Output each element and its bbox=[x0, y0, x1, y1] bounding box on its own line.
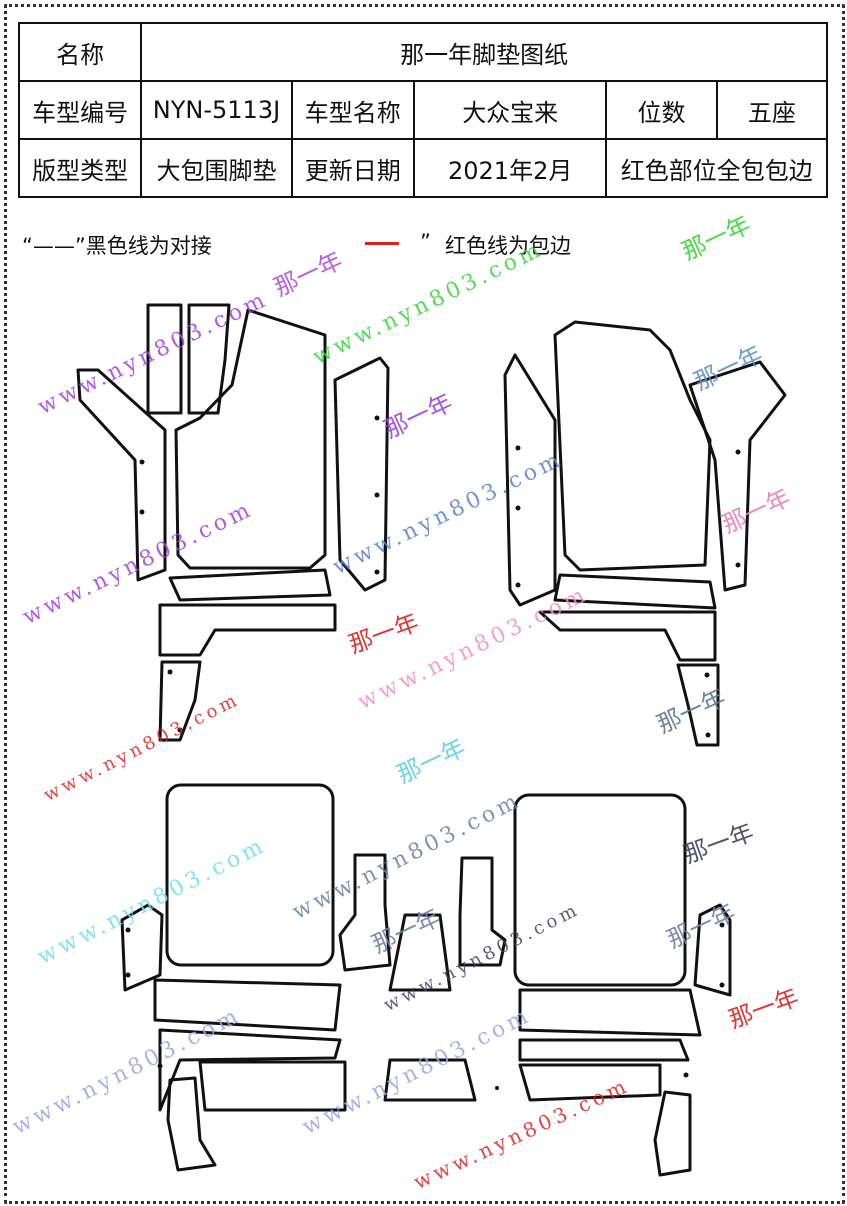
model-code-value: NYN-5113J bbox=[140, 80, 293, 140]
legend-red-line bbox=[365, 230, 399, 254]
model-name-value: 大众宝来 bbox=[412, 80, 608, 140]
type-value: 大包围脚垫 bbox=[140, 138, 293, 198]
mat-piece bbox=[688, 360, 787, 592]
table-row: 版型类型 大包围脚垫 更新日期 2021年2月 红色部位全包包边 bbox=[17, 138, 828, 198]
mat-piece bbox=[383, 1058, 477, 1102]
mat-piece bbox=[153, 978, 342, 1032]
clip-holes bbox=[125, 415, 741, 1090]
mat-piece bbox=[76, 368, 167, 582]
rear-middle-mat-set bbox=[338, 853, 507, 1102]
mat-piece bbox=[538, 610, 717, 662]
mat-piece bbox=[518, 1038, 690, 1062]
table-row: 车型编号 NYN-5113J 车型名称 大众宝来 位数 五座 bbox=[17, 80, 829, 140]
mat-piece bbox=[693, 903, 732, 997]
front-left-mat-set bbox=[76, 303, 390, 742]
mat-piece bbox=[198, 1060, 347, 1112]
spec-table: 名称 那一年脚垫图纸 车型编号 NYN-5113J 车型名称 大众宝来 位数 五… bbox=[17, 22, 829, 198]
mat-piece bbox=[165, 783, 335, 967]
mat-piece bbox=[388, 913, 452, 992]
name-label: 名称 bbox=[17, 22, 143, 82]
mat-piece bbox=[158, 660, 202, 742]
mat-piece bbox=[120, 903, 164, 992]
mat-piece bbox=[458, 856, 507, 967]
mat-piece bbox=[653, 1090, 692, 1177]
mat-piece bbox=[333, 356, 390, 592]
legend-red: 红色线为包边 bbox=[445, 234, 571, 258]
mat-piece bbox=[518, 1063, 662, 1102]
rear-right-mat-set bbox=[513, 793, 732, 1177]
mat-piece bbox=[158, 603, 337, 657]
name-value: 那一年脚垫图纸 bbox=[140, 22, 828, 82]
front-right-mat-set bbox=[503, 320, 787, 747]
mat-piece bbox=[676, 663, 720, 747]
note-value: 红色部位全包包边 bbox=[605, 138, 828, 198]
table-row: 名称 那一年脚垫图纸 bbox=[17, 22, 828, 82]
mat-piece bbox=[553, 320, 712, 572]
seats-value: 五座 bbox=[715, 80, 829, 140]
mat-piece bbox=[168, 568, 332, 602]
mat-piece bbox=[166, 1076, 217, 1172]
mat-piece bbox=[146, 303, 183, 415]
rear-left-mat-set bbox=[120, 783, 347, 1172]
date-label: 更新日期 bbox=[290, 138, 415, 198]
mat-piece bbox=[518, 988, 702, 1037]
mat-piece bbox=[553, 573, 717, 610]
mat-piece bbox=[174, 308, 327, 570]
mat-piece bbox=[338, 853, 392, 972]
page-border bbox=[4, 4, 845, 1204]
mat-piece bbox=[158, 1028, 342, 1112]
legend-black: “——”黑色线为对接 bbox=[22, 234, 212, 258]
model-code-label: 车型编号 bbox=[17, 80, 143, 140]
mat-piece bbox=[187, 303, 231, 415]
seats-label: 位数 bbox=[605, 80, 718, 140]
date-value: 2021年2月 bbox=[412, 138, 608, 198]
type-label: 版型类型 bbox=[17, 138, 143, 198]
mat-piece bbox=[503, 353, 557, 607]
mat-piece bbox=[513, 793, 687, 987]
model-name-label: 车型名称 bbox=[290, 80, 415, 140]
legend-red-quote: ” bbox=[420, 230, 431, 254]
